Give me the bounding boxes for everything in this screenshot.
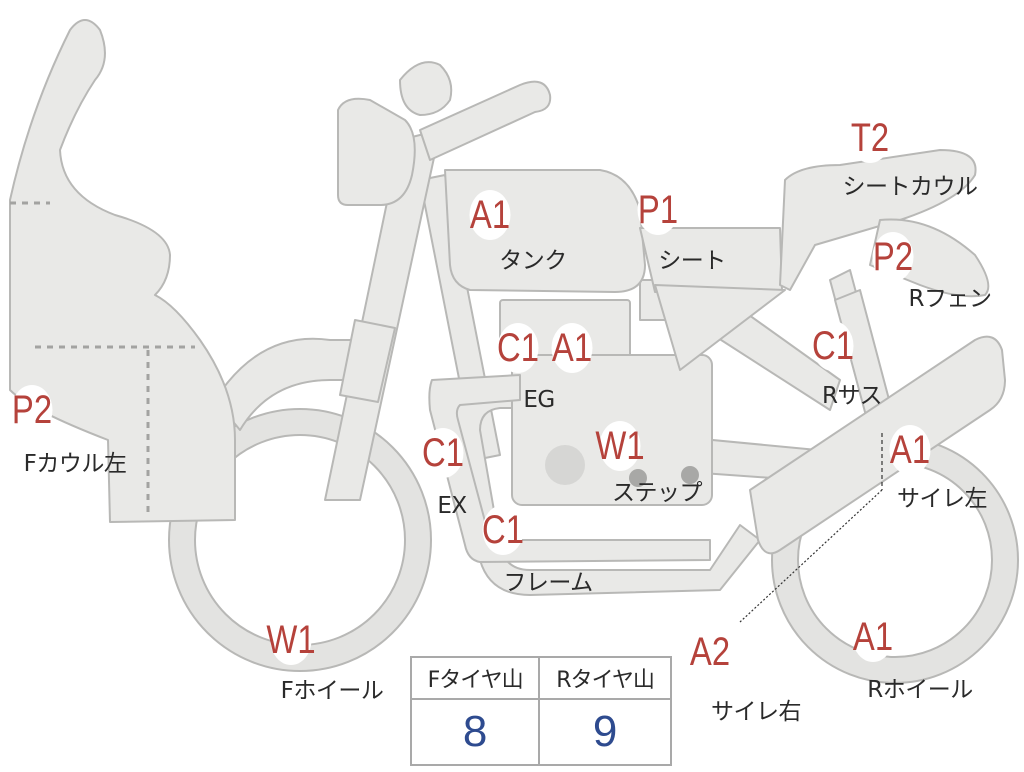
badge-engine-c: C1 (497, 323, 539, 373)
badge-tank: A1 (469, 190, 511, 240)
exhaust-pipe (428, 374, 711, 563)
badge-seat-cowl: T2 (849, 113, 891, 163)
engine-cover (545, 445, 585, 485)
label-front-cowl-left: Fカウル左 (23, 451, 127, 477)
badge-front-wheel: W1 (266, 615, 316, 665)
step-peg-2 (681, 466, 699, 484)
rear-tire-header: Rタイヤ山 (538, 656, 672, 700)
front-tire-header: Fタイヤ山 (409, 656, 541, 700)
label-rear-suspension: Rサス (821, 383, 883, 409)
seat-underside (654, 284, 786, 371)
label-exhaust: EX (437, 493, 467, 519)
silencer-leader-dot (739, 489, 883, 623)
label-rear-fender: Rフェン (908, 286, 992, 312)
label-step: ステップ (612, 480, 703, 506)
label-silencer-left: サイレ左 (897, 486, 988, 512)
badge-exhaust: C1 (422, 428, 464, 478)
badge-silencer-right: A2 (689, 627, 731, 677)
seat-cowl (779, 149, 977, 291)
label-engine: EG (523, 387, 555, 413)
front-cowl (9, 19, 236, 523)
label-frame: フレーム (503, 570, 593, 596)
rear-tire-value: 9 (538, 698, 672, 766)
front-tire-value: 8 (409, 698, 541, 766)
label-front-wheel: Fホイール (280, 678, 384, 704)
step-peg-1 (629, 469, 647, 487)
label-tank: タンク (499, 248, 567, 274)
badge-rear-wheel: A1 (852, 612, 894, 662)
badge-seat: P1 (637, 185, 679, 235)
label-seat: シート (658, 248, 726, 274)
badge-step: W1 (595, 421, 645, 471)
headlight (337, 97, 416, 206)
badge-rear-suspension: C1 (812, 321, 854, 371)
front-wheel-outline-outer (168, 408, 432, 672)
badge-silencer-left: A1 (889, 425, 931, 475)
label-rear-wheel: Rホイール (867, 677, 973, 703)
muffler (749, 335, 1006, 555)
label-seat-cowl: シートカウル (842, 174, 979, 200)
fork-guard (339, 319, 396, 403)
badge-frame: C1 (482, 505, 524, 555)
handlebar (419, 80, 552, 161)
badge-rear-fender: P2 (872, 232, 914, 282)
meter (399, 61, 453, 116)
label-silencer-right: サイレ右 (711, 699, 802, 725)
badge-front-cowl-left: P2 (11, 385, 53, 435)
tire-tread-table: Fタイヤ山 Rタイヤ山 8 9 (409, 656, 672, 766)
badge-engine-a: A1 (551, 323, 593, 373)
